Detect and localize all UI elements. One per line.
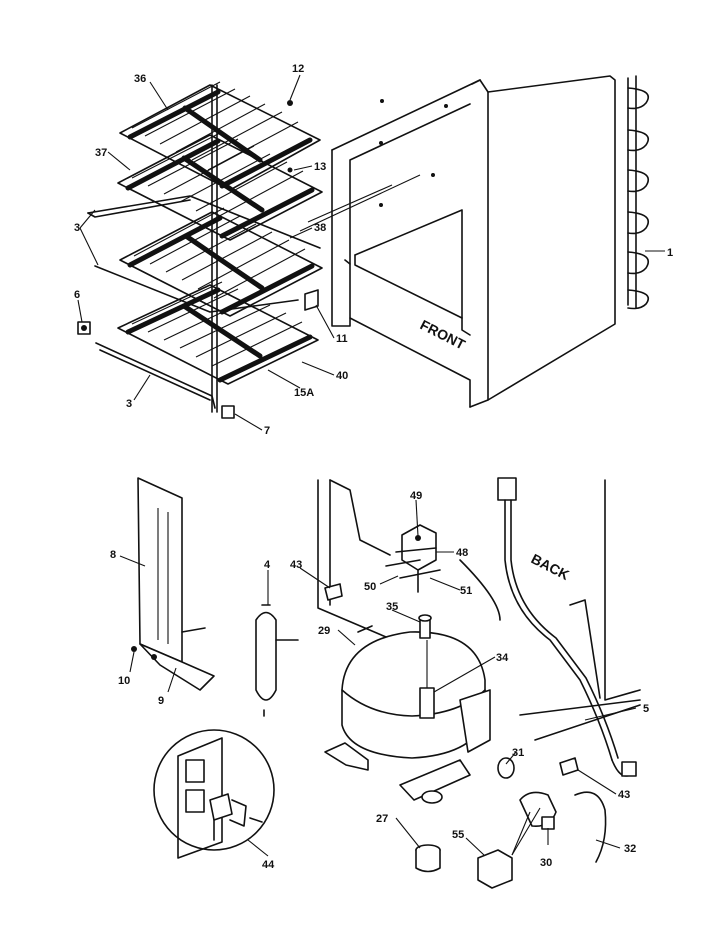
filter-drier-part-4 [255,604,299,717]
callout-30: 30 [540,857,552,869]
back-label: BACK [529,550,572,583]
callout-37: 37 [95,147,107,159]
shelf-4 [117,281,319,385]
relay-part-30 [519,791,557,830]
callout-50: 50 [364,581,376,593]
callout-10: 10 [118,675,130,687]
callout-1: 1 [667,247,673,259]
shelf-rail-upper [87,195,321,313]
callout-8: 8 [110,549,116,561]
bracket-part-8 [131,477,215,691]
shelf-1 [119,81,321,191]
shelf-2 [117,131,323,241]
callout-7: 7 [264,425,270,437]
callout-36: 36 [134,73,146,85]
callout-32: 32 [624,843,636,855]
callout-43-lower: 43 [618,789,630,801]
overload-part-31 [497,757,515,779]
cabinet-back-lower [317,479,641,701]
callout-51: 51 [460,585,472,597]
terminal-cover-part-55 [477,849,513,889]
callout-34: 34 [496,652,509,664]
callout-5: 5 [643,703,649,715]
leader-lines [77,74,637,857]
callout-49: 49 [410,490,422,502]
compressor [324,625,491,804]
callout-44: 44 [262,859,275,871]
outlet-detail-part-44 [153,729,275,859]
evaporator-coil [627,75,665,310]
callout-3-upper: 3 [74,222,80,234]
clip-part-11 [304,289,319,311]
shelf-rack-assembly [77,81,323,419]
callout-48: 48 [456,547,468,559]
clip-part-7 [221,405,235,419]
shelf-rail-lower [95,342,216,409]
mount-bolt [418,614,435,719]
callout-9: 9 [158,695,164,707]
callout-4: 4 [264,559,271,571]
clip-part-43b [559,757,579,776]
refrigerant-tubing [459,477,641,777]
grommet-part-27 [415,844,441,873]
callout-55: 55 [452,829,464,841]
callout-11: 11 [336,333,348,345]
callout-35: 35 [386,601,398,613]
valve-assembly [385,524,441,593]
clip-part-6 [77,321,91,335]
callout-27: 27 [376,813,388,825]
callout-31: 31 [512,747,524,759]
callout-13: 13 [314,161,326,173]
callout-12: 12 [292,63,304,75]
callout-29: 29 [318,625,330,637]
shelf-3 [119,207,323,317]
wire-part-32 [574,791,607,863]
callout-38: 38 [314,222,326,234]
callout-6: 6 [74,289,80,301]
cabinet-liner [299,75,616,408]
callout-15a: 15A [294,387,314,399]
callout-43-upper: 43 [290,559,302,571]
callout-3-lower: 3 [126,398,132,410]
front-label: FRONT [418,316,469,352]
callout-40: 40 [336,370,348,382]
